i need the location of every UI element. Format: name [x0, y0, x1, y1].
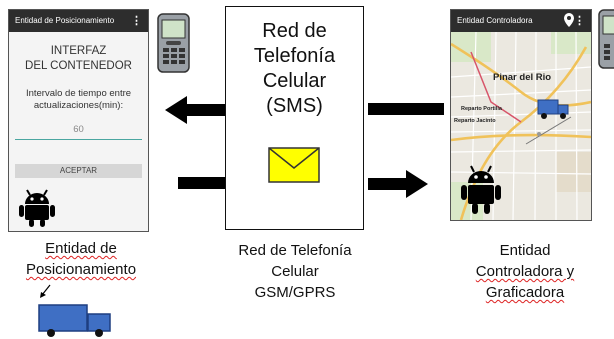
controller-entity-caption: Entidad Controladora y Graficadora	[444, 240, 606, 303]
interval-input[interactable]: 60	[73, 124, 84, 135]
android-icon	[19, 189, 55, 227]
positioning-entity-caption: Entidad de Posicionamiento	[0, 238, 162, 280]
interval-label-line1: Intervalo de tiempo entre	[25, 88, 132, 99]
line-left-bottom	[178, 177, 225, 189]
map-view[interactable]	[451, 32, 591, 220]
envelope-icon	[268, 147, 320, 183]
network-caption: Red de Telefonía Celular GSM/GPRS	[214, 240, 376, 303]
truck-icon[interactable]	[537, 98, 571, 120]
android-icon	[461, 165, 501, 214]
map-label-reparto-portilla: Reparto Portilla	[461, 106, 502, 112]
interface-heading: INTERFAZ DEL CONTENEDOR	[9, 44, 148, 74]
network-line1: Red de	[262, 20, 327, 42]
network-box-title: Red de Telefonía Celular (SMS)	[226, 19, 363, 119]
cellular-network-box: Red de Telefonía Celular (SMS)	[225, 6, 364, 230]
positioning-app-title: Entidad de Posicionamiento	[15, 16, 115, 25]
line-right-top	[368, 103, 444, 115]
phone-icon	[598, 9, 614, 69]
interval-label-line2: actualizaciones(min):	[33, 100, 124, 111]
arrow-right-bottom	[368, 170, 428, 198]
center-caption-line3: GSM/GPRS	[254, 284, 336, 301]
pointer-arrow	[40, 284, 51, 298]
map-label-city: Pinar del Rio	[493, 72, 552, 83]
map-label-reparto-jacinto: Reparto Jacinto	[454, 118, 496, 124]
center-caption-line2: Celular	[271, 263, 319, 280]
right-caption-line1: Entidad	[499, 242, 551, 259]
overflow-menu-icon[interactable]: ⋮	[131, 15, 142, 27]
controller-app-titlebar: Entidad Controladora ⋮	[451, 10, 591, 32]
positioning-app-titlebar: Entidad de Posicionamiento ⋮	[9, 10, 148, 32]
left-caption-line1: Entidad de	[45, 240, 117, 257]
left-caption-line2: Posicionamiento	[25, 261, 137, 278]
network-line3: Celular	[262, 70, 327, 92]
network-line4: (SMS)	[266, 95, 323, 117]
overflow-menu-icon[interactable]: ⋮	[574, 15, 585, 27]
interval-input-underline	[15, 139, 142, 140]
right-caption-line3: Graficadora	[485, 284, 565, 301]
arrow-left-top	[165, 96, 225, 124]
center-caption-line1: Red de Telefonía	[238, 242, 352, 259]
phone-icon	[157, 13, 190, 73]
accept-button[interactable]: ACEPTAR	[15, 164, 142, 178]
network-line2: Telefonía	[253, 45, 336, 67]
interface-heading-line2: DEL CONTENEDOR	[25, 60, 132, 72]
interface-heading-line1: INTERFAZ	[50, 45, 107, 57]
truck-icon	[38, 304, 111, 337]
interval-label: Intervalo de tiempo entre actualizacione…	[9, 88, 148, 112]
right-caption-line2: Controladora y	[475, 263, 575, 280]
controller-app-title: Entidad Controladora	[457, 16, 533, 25]
location-pin-icon[interactable]	[563, 13, 575, 27]
